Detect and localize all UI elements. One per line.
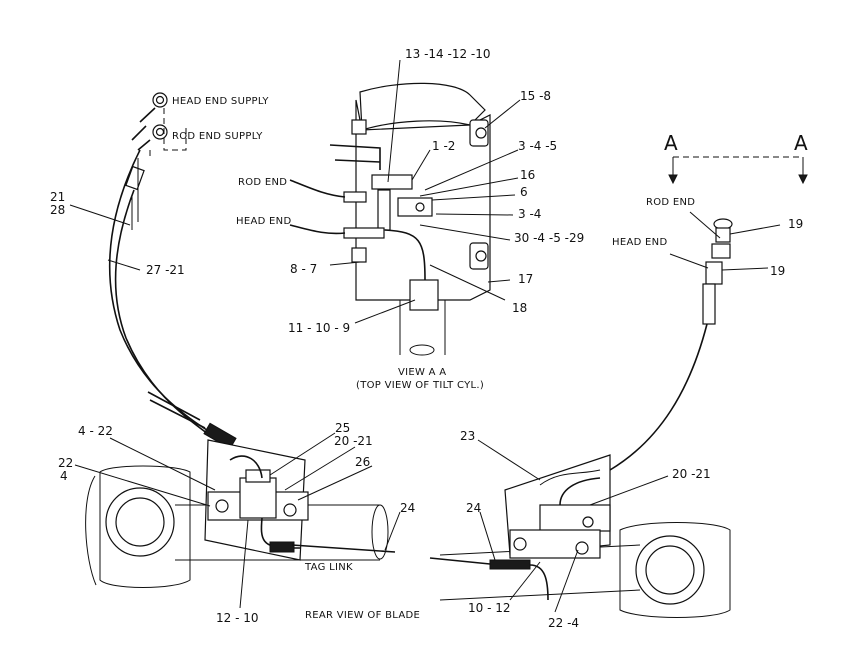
label-10-12: 10 - 12 (468, 601, 511, 615)
label-rear-view: REAR VIEW OF BLADE (305, 610, 420, 621)
label-12-10: 12 - 10 (216, 611, 259, 625)
labels: HEAD END SUPPLY ROD END SUPPLY 13 -14 -1… (50, 47, 808, 630)
label-head-end-left: HEAD END (236, 216, 291, 227)
label-4: 4 (60, 469, 68, 483)
label-23: 23 (460, 429, 475, 443)
label-19-bottom: 19 (770, 264, 785, 278)
label-27-21: 27 -21 (146, 263, 185, 277)
label-30-4-5-29: 30 -4 -5 -29 (514, 231, 584, 245)
label-head-end-right: HEAD END (612, 237, 667, 248)
label-tag-link: TAG LINK (304, 562, 353, 573)
label-28: 28 (50, 203, 65, 217)
label-21: 21 (50, 190, 65, 204)
label-section-a-left: A (664, 131, 678, 155)
label-15-8: 15 -8 (520, 89, 551, 103)
label-18: 18 (512, 301, 527, 315)
label-rod-end-right: ROD END (646, 197, 695, 208)
left-blade-assembly (85, 439, 396, 588)
supply-fittings (125, 92, 187, 230)
label-25: 25 (335, 421, 350, 435)
label-3-4-5: 3 -4 -5 (518, 139, 557, 153)
label-1-2: 1 -2 (432, 139, 455, 153)
label-section-a-right: A (794, 131, 808, 155)
label-24-left: 24 (400, 501, 415, 515)
label-24-right: 24 (466, 501, 481, 515)
label-rod-end-left: ROD END (238, 177, 287, 188)
right-hose-fittings (609, 218, 733, 471)
label-top-view-caption: (TOP VIEW OF TILT CYL.) (356, 380, 484, 391)
leader-lines (69, 59, 781, 613)
label-6: 6 (520, 185, 528, 199)
label-4-22: 4 - 22 (78, 424, 113, 438)
label-11-10-9: 11 - 10 - 9 (288, 321, 350, 335)
label-20-21-left: 20 -21 (334, 434, 373, 448)
tilt-cylinder-top-view (289, 82, 491, 356)
label-26: 26 (355, 455, 370, 469)
label-head-end-supply: HEAD END SUPPLY (172, 96, 269, 107)
label-view-aa: VIEW A A (398, 367, 446, 378)
label-17: 17 (518, 272, 533, 286)
label-rod-end-supply: ROD END SUPPLY (172, 131, 263, 142)
label-8-7: 8 - 7 (290, 262, 317, 276)
label-3-4: 3 -4 (518, 207, 541, 221)
label-22-4: 22 -4 (548, 616, 579, 630)
label-20-21-right: 20 -21 (672, 467, 711, 481)
label-22: 22 (58, 456, 73, 470)
section-indicator (668, 156, 808, 185)
label-19-top: 19 (788, 217, 803, 231)
label-13-14-12-10: 13 -14 -12 -10 (405, 47, 491, 61)
right-blade-assembly (429, 454, 731, 618)
left-hose-pair (108, 149, 251, 461)
label-16: 16 (520, 168, 535, 182)
